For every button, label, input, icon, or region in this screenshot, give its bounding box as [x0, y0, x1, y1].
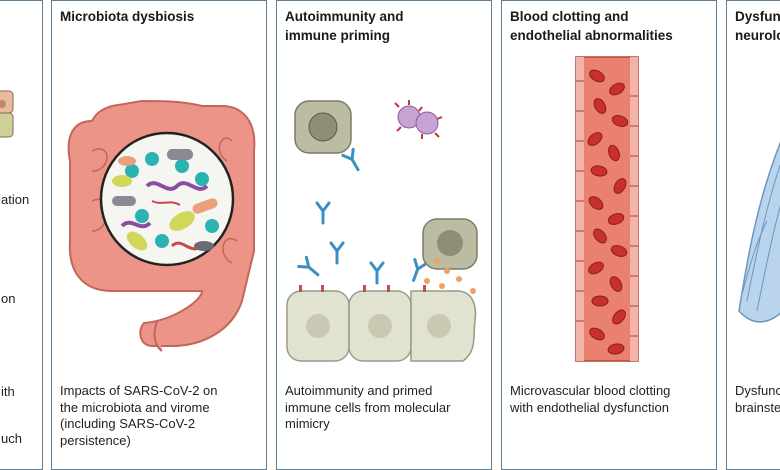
panel-blood-clotting: Blood clotting and endothelial abnormali…	[501, 0, 717, 470]
title-line: neurolo	[735, 28, 780, 43]
panel-title: Microbiota dysbiosis	[60, 9, 195, 24]
title-line: Autoimmunity and	[285, 9, 404, 24]
title-line: Dysfunc	[735, 9, 780, 24]
cell-layer-illustration	[0, 90, 14, 138]
title-line: Blood clotting and	[510, 9, 629, 24]
antibodies	[297, 147, 428, 285]
surface-antigens	[299, 285, 426, 292]
activated-immune-cell	[422, 218, 478, 270]
left-fragment-4: uch	[1, 431, 22, 446]
panel-caption: Impacts of SARS-CoV-2 on the microbiota …	[60, 383, 218, 449]
caption-line: brainste	[735, 399, 780, 415]
immune-cells-illustration	[286, 100, 478, 362]
panel-microbiota-dysbiosis: Microbiota dysbiosis	[51, 0, 267, 470]
bacteria-cluster	[112, 149, 219, 251]
nerve-illustration	[738, 141, 780, 323]
caption-line: persistence)	[60, 432, 131, 448]
panel-title: Dysfunc neurolo	[735, 7, 780, 45]
caption-line: Microvascular blood clotting	[510, 383, 671, 398]
panel-autoimmunity: Autoimmunity and immune priming	[276, 0, 492, 470]
caption-line: with endothelial dysfunction	[510, 399, 669, 415]
red-blood-cells	[587, 69, 629, 355]
title-line: immune priming	[285, 28, 391, 43]
caption-line: (including SARS-CoV-2	[60, 416, 196, 431]
caption-line: Dysfunc	[735, 383, 780, 398]
panel-title: Autoimmunity and immune priming	[285, 7, 404, 45]
panel-left-partial: ation on ith uch	[0, 0, 43, 470]
tissue-cells	[286, 290, 477, 362]
title-line: endothelial abnormalities	[510, 28, 673, 43]
blood-vessel-illustration	[575, 56, 639, 362]
panel-right-partial: Dysfunc neurolo Dysfunc brainste	[726, 0, 780, 470]
virus-particle	[394, 100, 443, 139]
left-fragment-1: ation	[1, 192, 30, 207]
intestine-illustration	[67, 99, 256, 352]
caption-line: immune cells from molecular	[285, 399, 451, 415]
caption-line: Impacts of SARS-CoV-2 on	[60, 383, 218, 398]
left-fragment-3: ith	[1, 384, 15, 399]
caption-line: Autoimmunity and primed	[285, 383, 433, 398]
immune-cell	[294, 100, 352, 154]
caption-line: mimicry	[285, 416, 330, 431]
panel-caption: Autoimmunity and primed immune cells fro…	[285, 383, 450, 433]
panel-caption: Dysfunc brainste	[735, 383, 780, 416]
caption-line: the microbiota and virome	[60, 399, 210, 415]
left-fragment-2: on	[1, 291, 16, 306]
panel-caption: Microvascular blood clotting with endoth…	[510, 383, 670, 416]
panel-title: Blood clotting and endothelial abnormali…	[510, 7, 673, 45]
